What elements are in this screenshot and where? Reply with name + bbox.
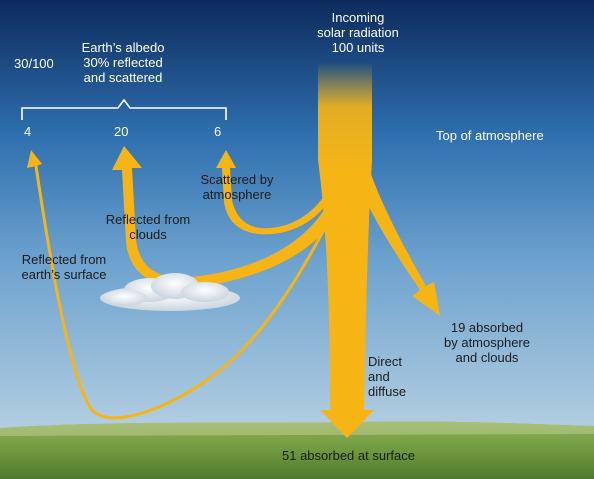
- ground-surface: [0, 421, 594, 479]
- albedo-bracket: [21, 98, 227, 120]
- absorbed-atmosphere-label: 19 absorbed by atmosphere and clouds: [444, 320, 530, 365]
- absorbed-atmosphere-arrow: [352, 166, 440, 316]
- incoming-radiation-beam: [318, 62, 374, 438]
- reflected-surface-arrowhead: [27, 150, 42, 168]
- bracket-value-right: 6: [214, 124, 222, 139]
- albedo-fraction-label: 30/100: [14, 56, 54, 71]
- reflected-clouds-arrow: [112, 146, 350, 288]
- scattered-atmosphere-arrow: [216, 150, 336, 235]
- albedo-title-label: Earth’s albedo 30% reflected and scatter…: [81, 40, 165, 85]
- bracket-value-left: 4: [24, 124, 32, 139]
- reflected-clouds-label: Reflected from clouds: [105, 212, 191, 242]
- reflected-surface-arrow: [34, 165, 347, 420]
- incoming-radiation-label: Incoming solar radiation 100 units: [317, 10, 399, 55]
- absorbed-surface-label: 51 absorbed at surface: [282, 448, 415, 463]
- bracket-value-mid: 20: [114, 124, 129, 139]
- reflected-surface-label: Reflected from earth’s surface: [21, 252, 107, 282]
- direct-diffuse-label: Direct and diffuse: [368, 354, 407, 399]
- scattered-label: Scattered by atmosphere: [200, 172, 274, 202]
- ground-haze: [0, 421, 594, 436]
- cloud-icon: [100, 273, 240, 311]
- top-of-atmosphere-label: Top of atmosphere: [436, 128, 544, 143]
